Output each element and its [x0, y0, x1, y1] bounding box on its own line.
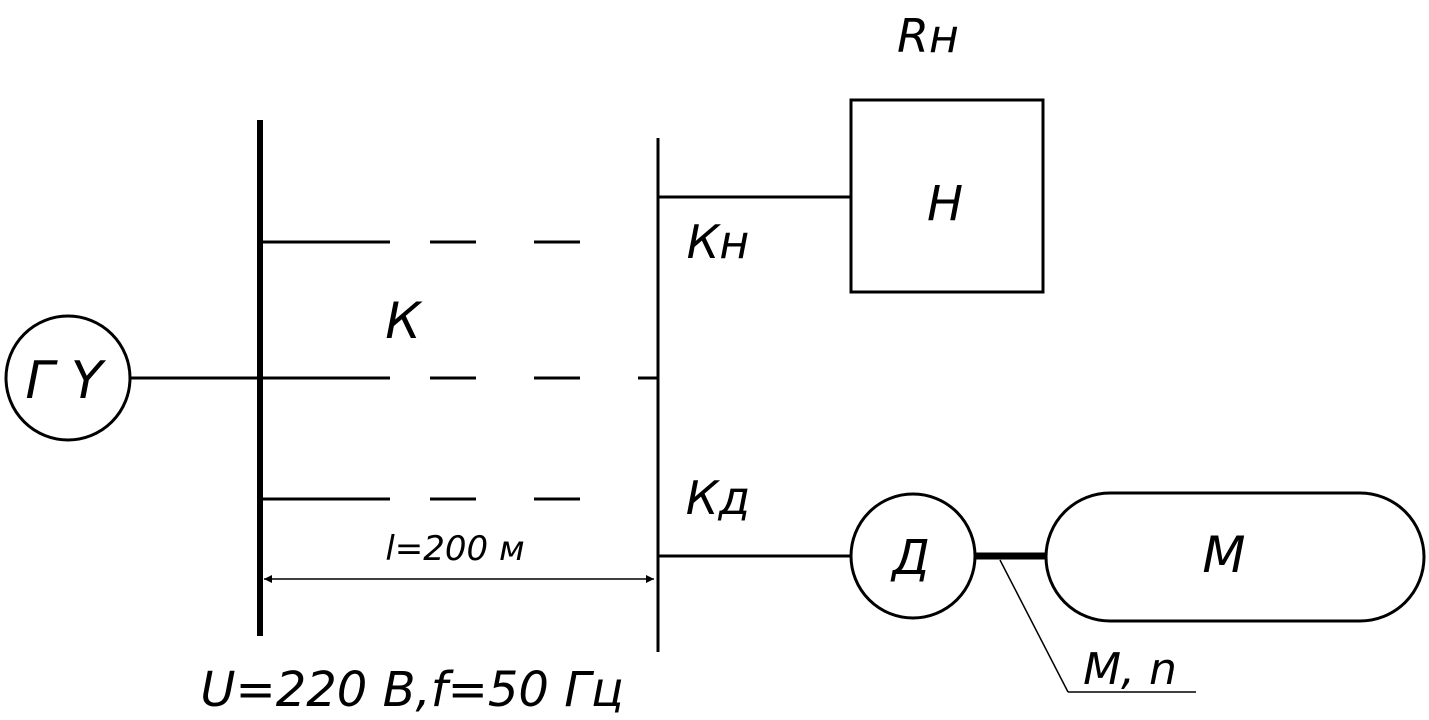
supply-label: U=220 В,f=50 Гц — [200, 662, 623, 718]
torque-speed-label: М, n — [1083, 644, 1177, 695]
load-resistance-label: Rн — [897, 9, 959, 63]
length-label: l=200 м — [385, 529, 524, 569]
mechanism-label: М — [1202, 526, 1245, 584]
generator-label: Г Y — [25, 351, 107, 411]
motor-label: Д — [890, 530, 930, 586]
load-box-label: Н — [927, 176, 963, 232]
mechanism-shape — [1044, 491, 1426, 623]
load-contactor-label: Кн — [687, 215, 750, 269]
cable-label: К — [385, 292, 423, 350]
load-box — [849, 98, 1045, 294]
torque-leader-line — [999, 559, 1069, 693]
motor-contactor-label: Кд — [686, 471, 750, 525]
